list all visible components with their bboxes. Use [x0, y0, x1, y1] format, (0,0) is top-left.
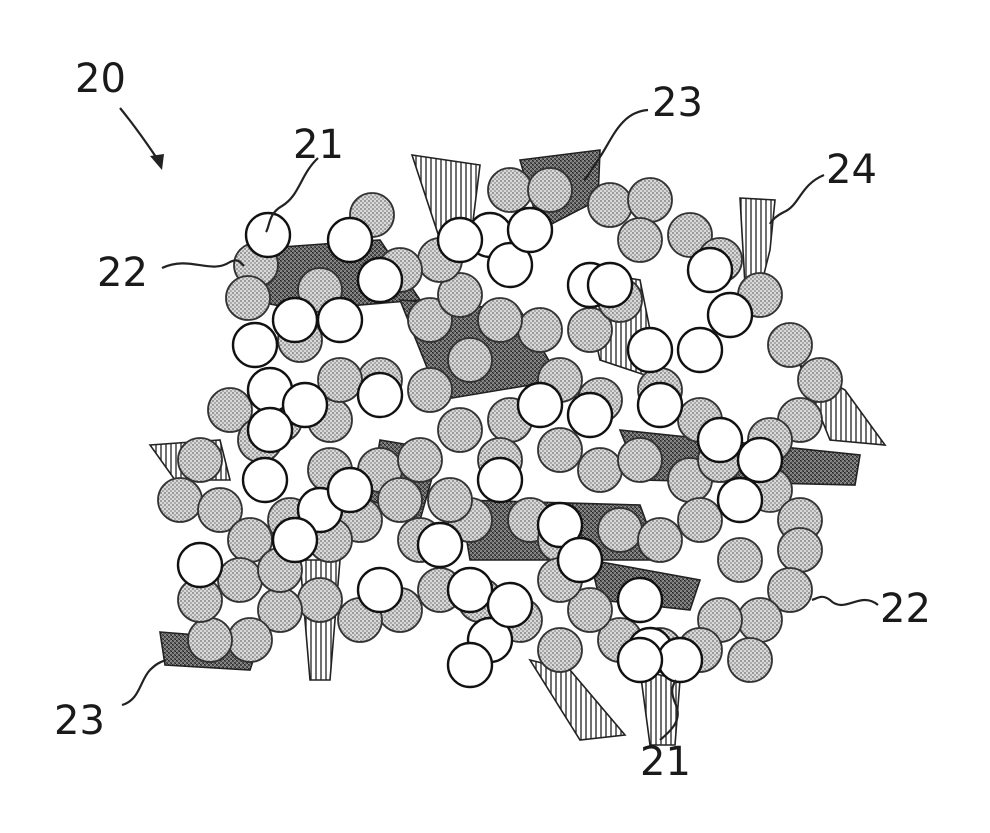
- active-particle: [628, 328, 672, 372]
- leader-23-bottom: [122, 660, 166, 705]
- coated-particle: [528, 168, 572, 212]
- coated-particle: [738, 598, 782, 642]
- coated-particle: [188, 618, 232, 662]
- coated-particle: [228, 618, 272, 662]
- active-particle: [568, 393, 612, 437]
- active-particle: [178, 543, 222, 587]
- coated-particle: [378, 478, 422, 522]
- active-particle: [358, 568, 402, 612]
- coated-particle: [618, 218, 662, 262]
- active-particle: [488, 583, 532, 627]
- arrow-head-20: [150, 154, 164, 170]
- coated-particle: [298, 578, 342, 622]
- active-particle: [273, 518, 317, 562]
- coated-particle: [428, 478, 472, 522]
- coated-particle: [398, 438, 442, 482]
- active-particle: [738, 438, 782, 482]
- active-particle: [246, 213, 290, 257]
- active-particle: [358, 373, 402, 417]
- coated-particle: [158, 478, 202, 522]
- active-particle: [273, 298, 317, 342]
- coated-particle: [728, 638, 772, 682]
- active-particle: [698, 418, 742, 462]
- active-particle: [518, 383, 562, 427]
- coated-particle: [438, 408, 482, 452]
- coated-particle: [768, 323, 812, 367]
- label-21-top: 21: [293, 122, 344, 168]
- active-particle: [328, 468, 372, 512]
- active-particle: [438, 218, 482, 262]
- active-particle: [318, 298, 362, 342]
- coated-particle: [226, 276, 270, 320]
- leader-24: [770, 175, 824, 224]
- label-23-bottom: 23: [54, 698, 105, 744]
- label-21-bottom: 21: [640, 739, 691, 785]
- leader-22-left: [162, 260, 244, 268]
- active-particle: [658, 638, 702, 682]
- active-particle: [418, 523, 462, 567]
- coated-particle: [518, 308, 562, 352]
- coated-particle: [638, 518, 682, 562]
- coated-particle: [598, 508, 642, 552]
- label-23-top: 23: [652, 80, 703, 126]
- coated-particle: [588, 183, 632, 227]
- label-22-right: 22: [880, 586, 931, 632]
- active-particle: [718, 478, 762, 522]
- coated-particle: [798, 358, 842, 402]
- flake-12: [530, 660, 625, 740]
- active-particle: [708, 293, 752, 337]
- active-particle: [243, 458, 287, 502]
- coated-particle: [178, 438, 222, 482]
- leader-22-right: [812, 597, 878, 605]
- active-particle: [678, 328, 722, 372]
- active-particle: [478, 458, 522, 502]
- active-particle: [448, 568, 492, 612]
- label-22-left: 22: [97, 250, 148, 296]
- label-20: 20: [75, 56, 126, 102]
- coated-particle: [678, 498, 722, 542]
- active-particle: [688, 248, 732, 292]
- active-particle: [448, 643, 492, 687]
- coated-particle: [218, 558, 262, 602]
- label-24: 24: [826, 147, 877, 193]
- coated-particle: [408, 368, 452, 412]
- coated-particle: [578, 448, 622, 492]
- active-particle: [588, 263, 632, 307]
- active-particle: [328, 218, 372, 262]
- active-particle: [248, 408, 292, 452]
- active-particle: [358, 258, 402, 302]
- coated-particle: [538, 628, 582, 672]
- active-particle: [508, 208, 552, 252]
- active-particle: [233, 323, 277, 367]
- coated-particle: [488, 168, 532, 212]
- coated-particle: [478, 298, 522, 342]
- active-particle: [558, 538, 602, 582]
- active-particle: [638, 383, 682, 427]
- active-particle: [618, 578, 662, 622]
- active-particle: [618, 638, 662, 682]
- coated-particle: [628, 178, 672, 222]
- coated-particle: [618, 438, 662, 482]
- coated-particle: [448, 338, 492, 382]
- coated-particle: [778, 528, 822, 572]
- coated-particle: [718, 538, 762, 582]
- leader-20: [120, 108, 158, 160]
- coated-particle: [538, 428, 582, 472]
